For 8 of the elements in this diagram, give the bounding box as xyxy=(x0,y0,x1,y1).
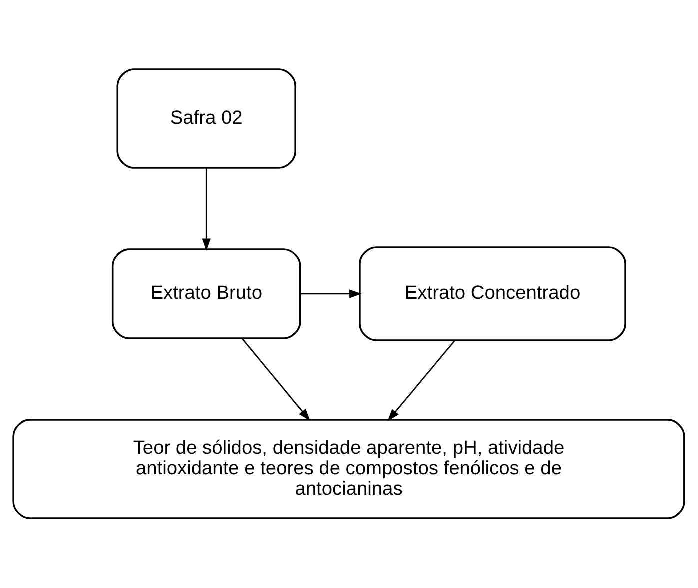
node-box: Extrato Concentrado xyxy=(359,246,626,342)
arrow xyxy=(300,290,362,298)
arrow xyxy=(202,168,211,252)
node-box: Safra 02 xyxy=(116,68,296,169)
node-box: Teor de sólidos, densidade aparente, pH, atividade antioxidante e teores de compostos fenólicos e de antocianinas xyxy=(12,419,686,520)
arrow xyxy=(388,340,456,422)
arrow xyxy=(242,338,310,422)
node-box: Extrato Bruto xyxy=(112,248,302,340)
